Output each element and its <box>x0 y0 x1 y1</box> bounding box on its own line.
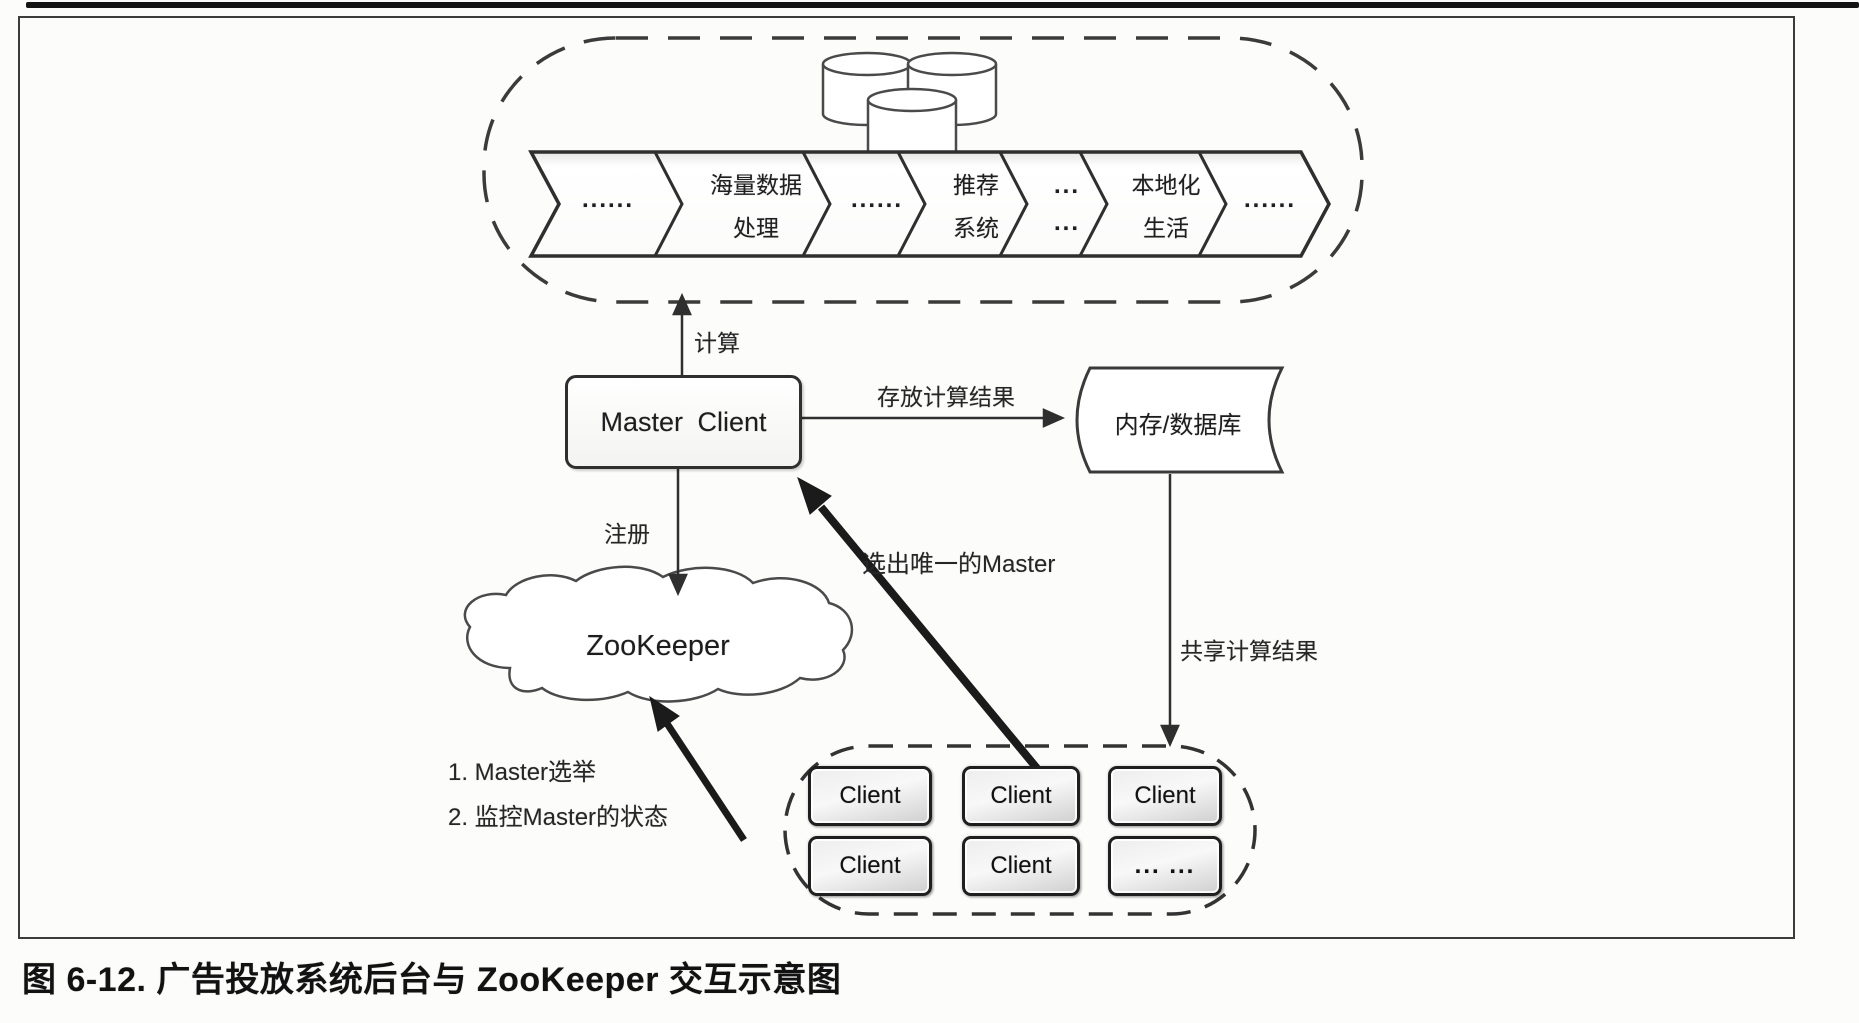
arrow-compute-head <box>672 292 692 316</box>
client-node: Client <box>808 836 932 896</box>
edge-label-share-results: 共享计算结果 <box>1180 638 1318 664</box>
flow-segment: ...... <box>1053 171 1080 236</box>
client-node: Client <box>962 836 1080 896</box>
note-monitor-master: 2. 监控Master的状态 <box>448 804 669 831</box>
process-flow-strip <box>528 150 1331 258</box>
zookeeper-label: ZooKeeper <box>586 630 730 662</box>
arrow-store-results-head <box>1042 408 1066 428</box>
figure-caption: 图 6-12. 广告投放系统后台与 ZooKeeper 交互示意图 <box>22 961 842 999</box>
arrow-elect-master-head <box>797 476 832 515</box>
flow-segment: 推荐系统 <box>953 171 999 241</box>
figure-frame <box>18 16 1795 939</box>
client-cluster-dashed-container <box>783 744 1257 916</box>
edge-label-compute: 计算 <box>694 330 740 356</box>
zookeeper-cloud <box>463 565 854 703</box>
client-node: Client <box>962 766 1080 826</box>
arrow-share-results-head <box>1160 724 1180 748</box>
storage-shape <box>1075 366 1285 474</box>
client-node: Client <box>1108 766 1222 826</box>
edge-label-store-results: 存放计算结果 <box>877 384 1015 410</box>
arrow-monitor-zookeeper-head <box>649 695 680 732</box>
client-node-ellipsis: ... ... <box>1108 836 1222 896</box>
arrow-monitor-zookeeper <box>663 720 747 842</box>
flow-segment: ...... <box>850 185 903 213</box>
flow-segment: 海量数据处理 <box>710 171 802 241</box>
master-client-node: Master Client <box>565 375 802 469</box>
edge-label-elect-master: 选出唯一的Master <box>862 551 1056 578</box>
database-cylinders-icon <box>821 51 998 165</box>
note-master-election: 1. Master选举 <box>448 759 597 786</box>
scan-edge-line <box>26 2 1859 8</box>
client-node: Client <box>808 766 932 826</box>
arrow-elect-master <box>817 504 1044 775</box>
flow-segment: ...... <box>581 185 634 213</box>
arrow-register-head <box>668 573 688 597</box>
storage-node-label: 内存/数据库 <box>1114 412 1242 439</box>
flow-segment: ...... <box>1243 185 1296 213</box>
edge-label-register: 注册 <box>604 521 650 547</box>
flow-segment: 本地化生活 <box>1131 171 1201 241</box>
